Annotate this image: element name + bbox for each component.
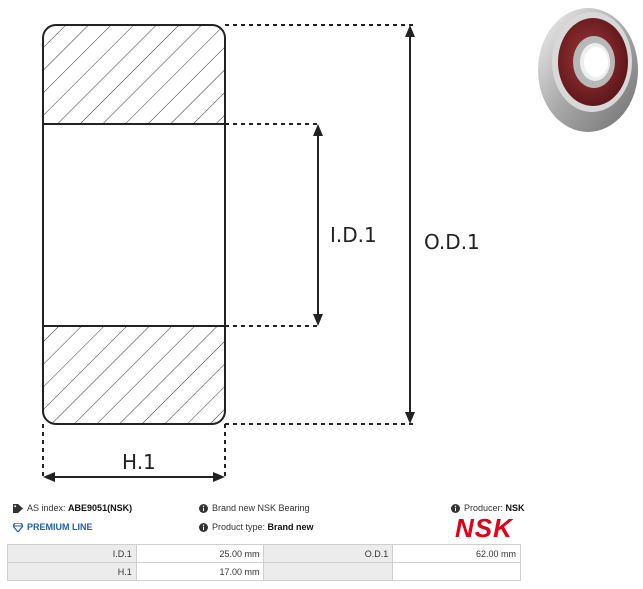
product-type-label: Product type: — [212, 522, 266, 532]
as-index-value: ABE9051(NSK) — [68, 503, 133, 513]
spec-value: 62.00 mm — [392, 544, 521, 563]
table-row: I.D.1 25.00 mm O.D.1 62.00 mm — [7, 544, 521, 563]
table-row: H.1 17.00 mm — [7, 562, 521, 581]
height-dimension: H.1 — [43, 450, 225, 482]
height-label: H.1 — [122, 450, 156, 474]
spec-label — [263, 562, 394, 581]
producer-label: Producer: — [464, 503, 504, 513]
premium-line-badge: PREMIUM LINE — [13, 522, 93, 532]
spec-value: 25.00 mm — [135, 544, 265, 563]
producer-value: NSK — [505, 503, 525, 513]
bearing-photo — [538, 8, 638, 132]
inner-diameter-label: I.D.1 — [330, 223, 377, 247]
spec-value: 17.00 mm — [135, 562, 265, 581]
specs-table: I.D.1 25.00 mm O.D.1 62.00 mm H.1 17.00 … — [7, 544, 521, 581]
info-icon — [199, 504, 208, 513]
inner-diameter-dimension: I.D.1 — [313, 124, 377, 326]
spec-label: I.D.1 — [7, 544, 137, 563]
producer-info: Producer: NSK — [451, 503, 525, 513]
condition-info: Brand new NSK Bearing — [199, 503, 310, 513]
product-type-value: Brand new — [267, 522, 314, 532]
product-type-info: Product type: Brand new — [199, 522, 314, 532]
spec-value — [392, 562, 521, 581]
diamond-icon — [13, 523, 23, 532]
premium-line-label: PREMIUM LINE — [27, 522, 93, 532]
bearing-cross-section — [42, 24, 226, 425]
as-index-label: AS index: — [27, 503, 66, 513]
info-icon — [451, 504, 460, 513]
outer-diameter-dimension: O.D.1 — [405, 25, 480, 424]
as-index-info: AS index: ABE9051(NSK) — [13, 503, 132, 513]
nsk-brand-logo: NSK — [455, 513, 513, 543]
spec-label: H.1 — [7, 562, 137, 581]
outer-diameter-label: O.D.1 — [424, 230, 480, 254]
extension-lines — [42, 24, 415, 480]
bearing-dimension-drawing: O.D.1 I.D.1 H.1 — [42, 24, 480, 482]
info-icon — [199, 523, 208, 532]
spec-label: O.D.1 — [263, 544, 394, 563]
tag-icon — [13, 504, 23, 513]
condition-text: Brand new NSK Bearing — [212, 503, 310, 513]
